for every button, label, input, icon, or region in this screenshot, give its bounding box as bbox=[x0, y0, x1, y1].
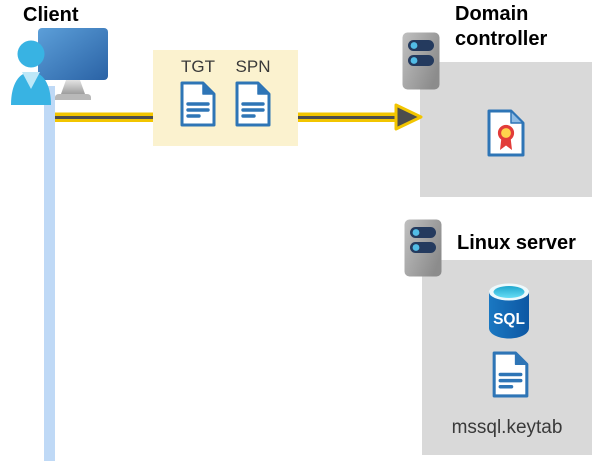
client-connection-line bbox=[44, 86, 55, 461]
spn-ticket: SPN bbox=[234, 57, 272, 146]
domain-controller-title: Domain controller bbox=[455, 3, 548, 50]
tgt-label: TGT bbox=[181, 57, 215, 76]
tgt-document-icon bbox=[179, 80, 217, 128]
spn-label: SPN bbox=[235, 57, 271, 76]
client-workstation-icon bbox=[11, 28, 108, 105]
domain-controller-server-icon bbox=[402, 32, 440, 90]
sql-database-icon: SQL bbox=[489, 283, 529, 339]
keytab-document-icon bbox=[491, 350, 530, 399]
linux-server-icon bbox=[404, 219, 442, 277]
sql-label: SQL bbox=[493, 311, 525, 328]
spn-document-icon bbox=[234, 80, 272, 128]
certificate-icon bbox=[487, 109, 525, 157]
tgt-ticket: TGT bbox=[179, 57, 217, 146]
client-title: Client bbox=[23, 4, 79, 26]
ticket-box: TGT SPN bbox=[153, 50, 298, 146]
keytab-filename: mssql.keytab bbox=[451, 417, 563, 438]
linux-server-title: Linux server bbox=[457, 232, 576, 254]
